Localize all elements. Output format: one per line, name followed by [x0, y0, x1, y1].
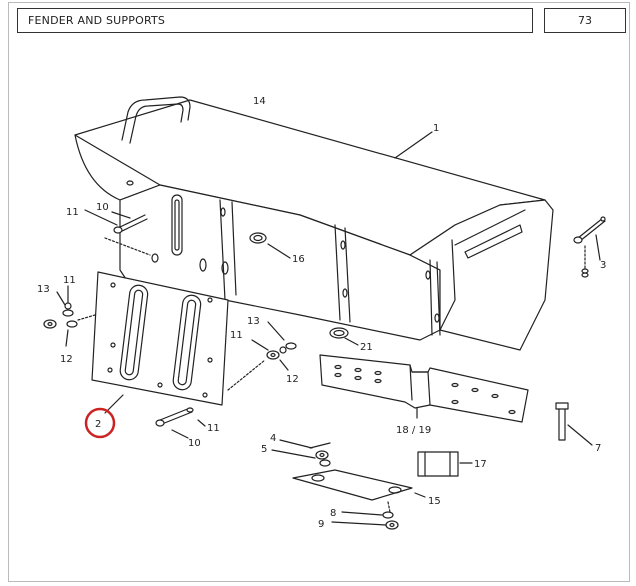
- callout-8: 8: [330, 508, 336, 519]
- callout-9: 9: [318, 519, 324, 530]
- callout-3: 3: [600, 260, 606, 271]
- fender-body: [74, 96, 554, 351]
- callout-21: 21: [360, 342, 373, 353]
- highlight-circle: [84, 407, 116, 439]
- callout-2: 2: [95, 419, 101, 430]
- callout-13: 13: [247, 316, 260, 327]
- callout-11: 11: [207, 423, 220, 434]
- support-plate: [91, 271, 229, 414]
- grommet-21: [329, 327, 359, 346]
- callout-14: 14: [253, 96, 266, 107]
- fasteners-upper-left: [84, 209, 151, 256]
- fasteners-lower-plate: [155, 407, 206, 439]
- callout-11: 11: [66, 207, 79, 218]
- grommet-16: [249, 232, 291, 259]
- callout-12: 12: [60, 354, 73, 365]
- header-page-box: 73: [544, 8, 626, 33]
- callout-18-19: 18 / 19: [396, 425, 431, 436]
- callout-17: 17: [474, 459, 487, 470]
- fasteners-left: [43, 285, 96, 347]
- callout-10: 10: [96, 202, 109, 213]
- callout-4: 4: [270, 433, 276, 444]
- fasteners-right-of-plate: [227, 321, 297, 391]
- callout-11: 11: [230, 330, 243, 341]
- callout-labels: 14 1 10 11 16 3 11 13 12 13 11 12 21 2 1…: [37, 96, 606, 530]
- fasteners-8-9: [331, 501, 399, 530]
- header-title: FENDER AND SUPPORTS: [28, 14, 166, 27]
- bolt-7: [555, 402, 593, 446]
- page-border: [8, 2, 630, 582]
- callout-1: 1: [433, 123, 439, 134]
- callout-5: 5: [261, 444, 267, 455]
- page-number: 73: [578, 14, 592, 27]
- callout-16: 16: [292, 254, 305, 265]
- callout-12: 12: [286, 374, 299, 385]
- callout-7: 7: [595, 443, 601, 454]
- fasteners-rear-right: [573, 216, 606, 278]
- callout-15: 15: [428, 496, 441, 507]
- callout-13: 13: [37, 284, 50, 295]
- bracket-18-19: [319, 354, 529, 423]
- spacer-17: [417, 451, 473, 477]
- plate-15: [292, 469, 426, 501]
- callout-11: 11: [63, 275, 76, 286]
- fasteners-4-5: [271, 439, 331, 467]
- header-title-box: FENDER AND SUPPORTS: [17, 8, 533, 33]
- callout-10: 10: [188, 438, 201, 449]
